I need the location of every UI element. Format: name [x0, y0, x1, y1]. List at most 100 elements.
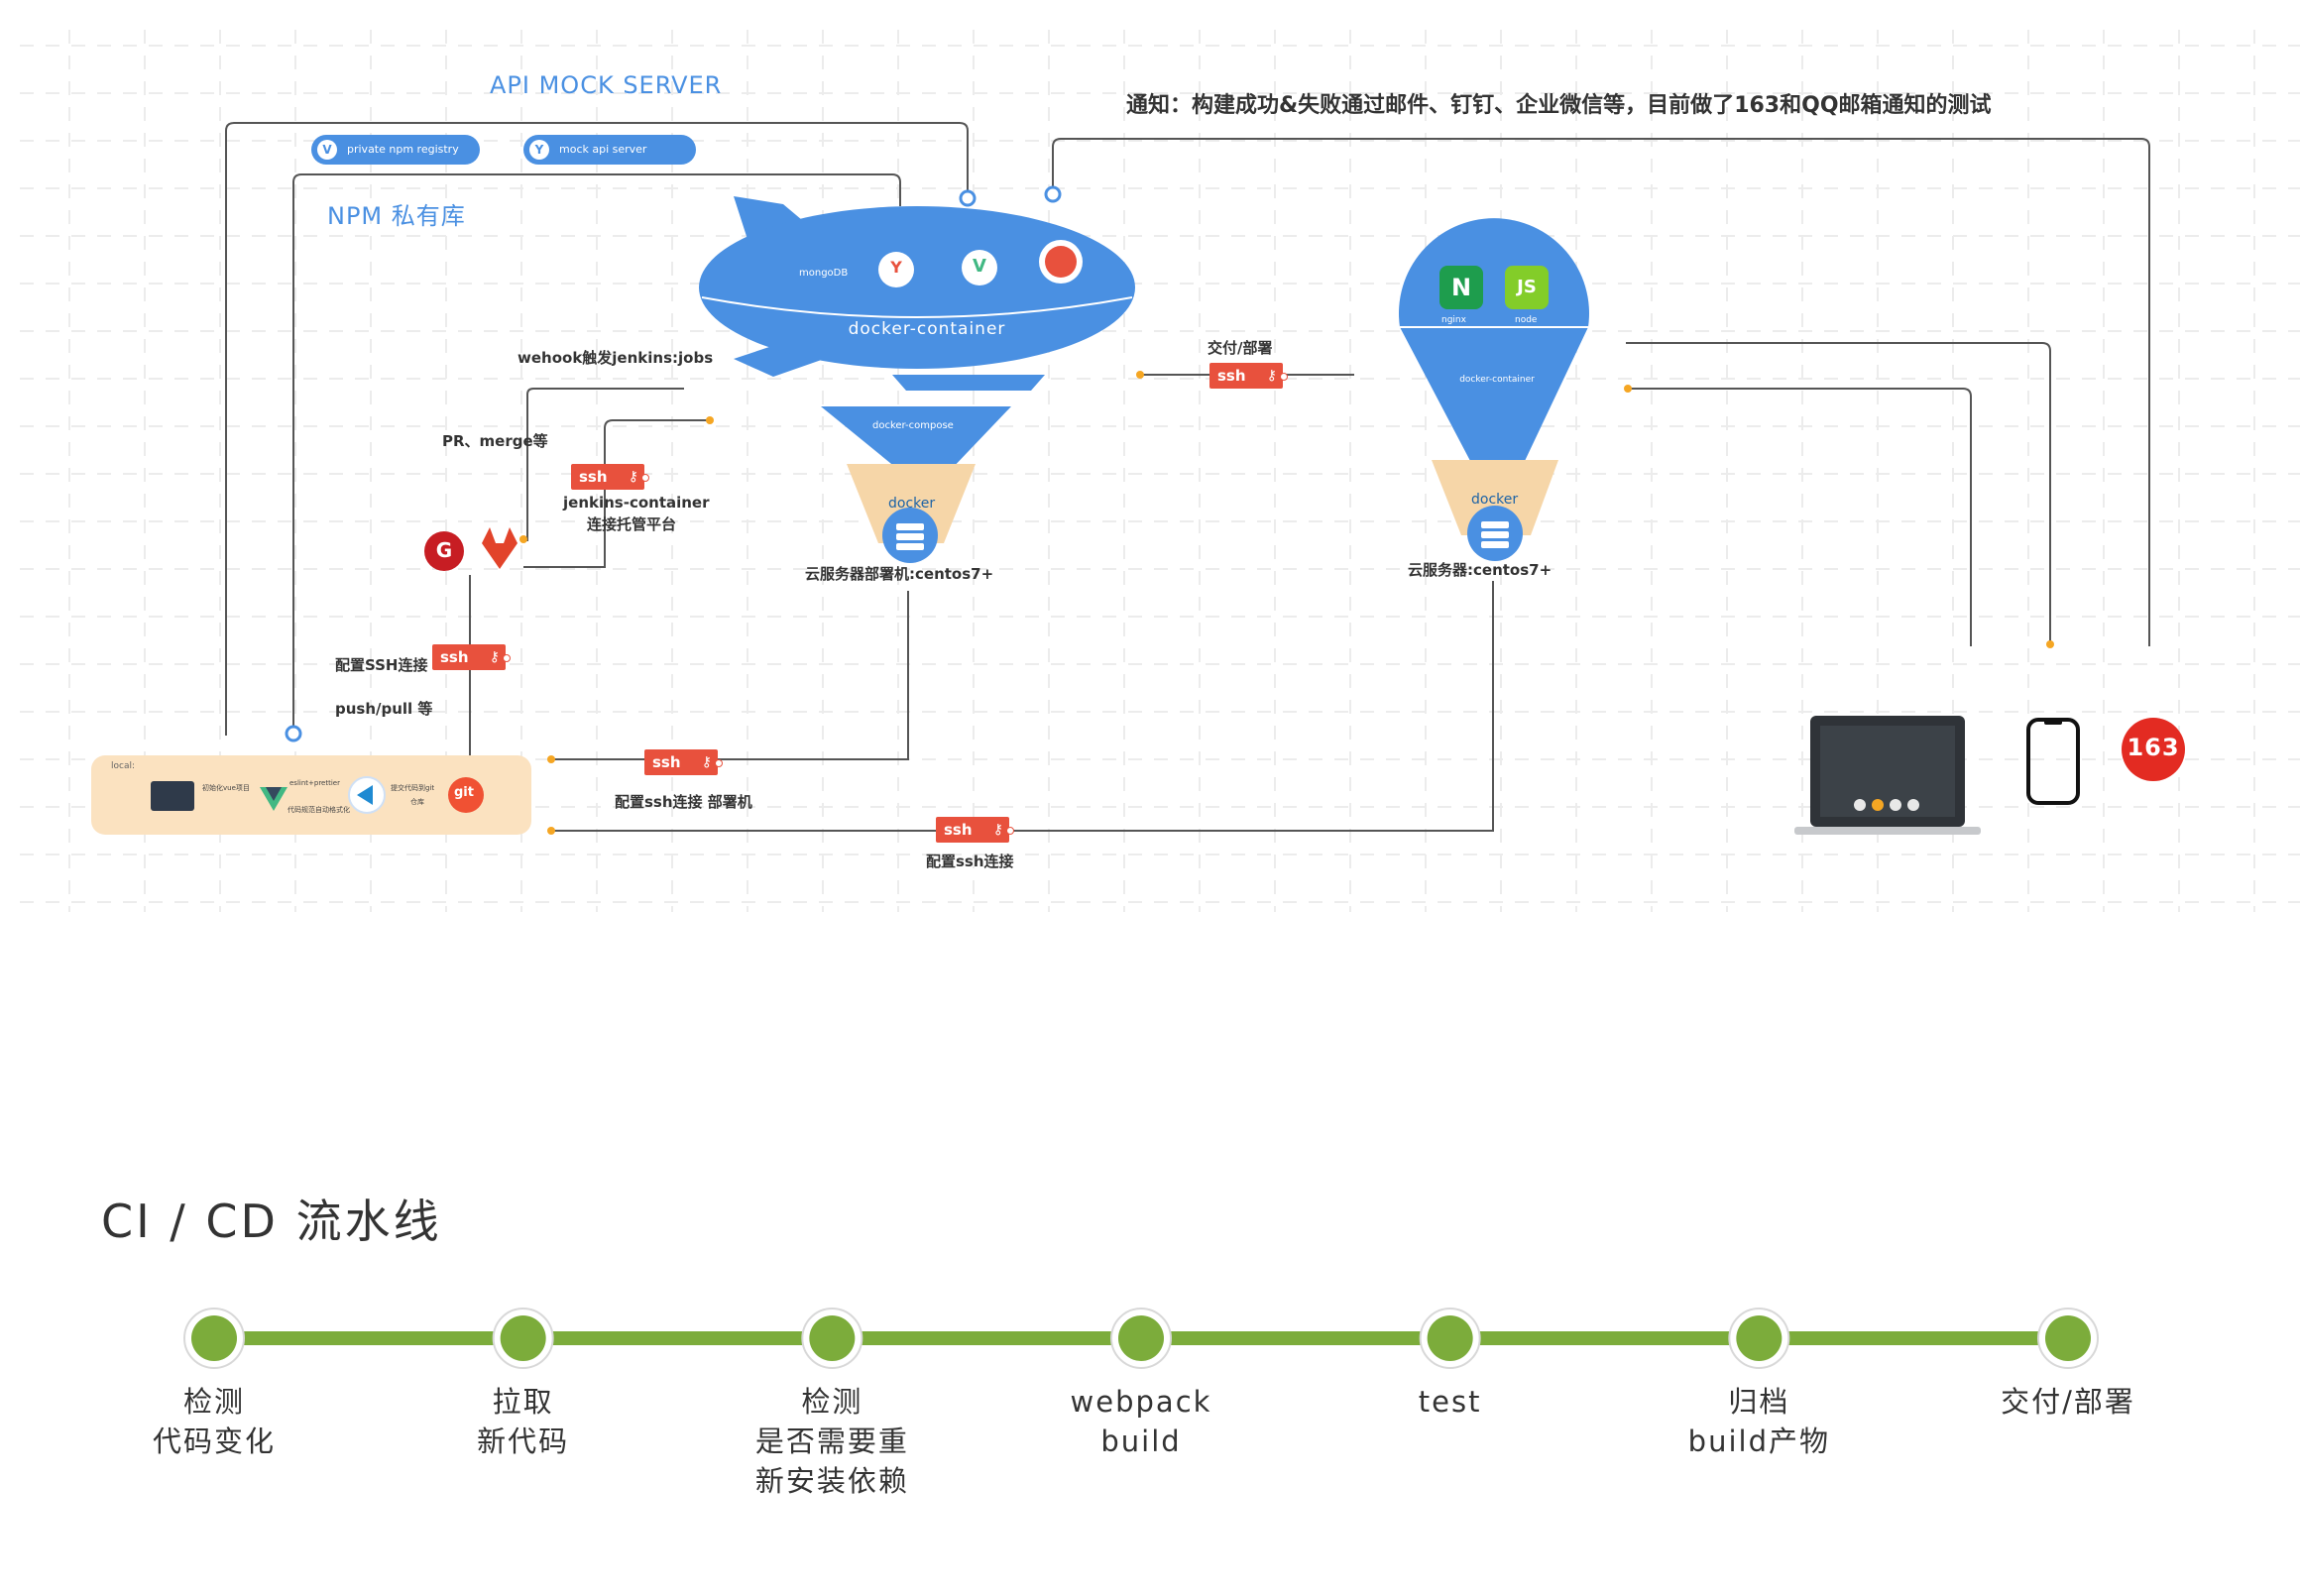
- connector-notify: [1052, 138, 2150, 646]
- yarn-icon: Y: [529, 140, 549, 160]
- docker-compose-label: docker-compose: [872, 420, 954, 431]
- pipeline-track: [183, 1308, 2099, 1369]
- local-step2: eslint+prettier: [289, 779, 340, 787]
- pipeline-step-text: 新安装依赖: [754, 1464, 909, 1498]
- node-icon: JS: [1505, 266, 1549, 309]
- terminal-icon: [151, 781, 194, 811]
- laptop-icon: [1794, 716, 1981, 835]
- pipeline-step-label: 归档 build产物: [1650, 1382, 1868, 1461]
- mail-163-label: 163: [2127, 734, 2180, 761]
- connector-webhook: [526, 388, 684, 541]
- pipeline-step-text: 检测: [182, 1385, 245, 1419]
- ssh-tag-deliver[interactable]: ssh⚷: [1209, 363, 1288, 389]
- pipeline-step-text: 交付/部署: [2001, 1385, 2135, 1419]
- connector-pr-merge: [523, 419, 710, 568]
- deploy-server-label: 云服务器部署机:centos7+: [805, 565, 994, 583]
- connector-api-mock: [225, 122, 969, 736]
- pipeline-step-text: 拉取: [492, 1385, 554, 1419]
- local-step4: 提交代码到git: [391, 784, 435, 792]
- pipeline-node-dot: [1118, 1315, 1164, 1361]
- local-step3: 代码规范自动格式化: [288, 806, 350, 814]
- jenkins-text-line1: jenkins-container: [563, 494, 710, 512]
- connector-output-phone: [1626, 342, 2051, 644]
- pipeline-step-label: 拉取新代码: [414, 1382, 632, 1461]
- pipeline-node-dot: [809, 1315, 856, 1361]
- ssh-tag-label: ssh: [440, 648, 469, 666]
- gitee-icon: [424, 531, 464, 571]
- server-balloon: [1398, 218, 1589, 561]
- vue-blimp-icon: V: [973, 256, 986, 277]
- pipeline-node-dot: [2045, 1315, 2091, 1361]
- ssh-tag-label: ssh: [944, 821, 973, 839]
- pipeline-step-label: 检测代码变化: [105, 1382, 323, 1461]
- npm-registry-pill-label: private npm registry: [347, 143, 459, 156]
- pipeline-step-text: 检测: [801, 1385, 863, 1419]
- ssh-tag-bottom[interactable]: ssh ⚷: [936, 817, 1014, 843]
- connector-output-laptop: [1628, 388, 1972, 646]
- pipeline-step-text: 新代码: [477, 1425, 570, 1458]
- docker-blimp: [699, 196, 1135, 391]
- ssh-tag-jenkins[interactable]: ssh⚷: [571, 464, 649, 490]
- pipeline-step-text: build产物: [1687, 1425, 1830, 1458]
- npm-registry-pill[interactable]: V private npm registry: [311, 135, 480, 165]
- nginx-icon: N: [1439, 266, 1483, 309]
- pipeline-step-text: 是否需要重: [754, 1425, 909, 1458]
- app-server-label: 云服务器:centos7+: [1408, 561, 1552, 579]
- pipeline-step-label: test: [1341, 1382, 1559, 1422]
- ssh-tag-label: ssh: [579, 468, 608, 486]
- webhook-text: wehook触发jenkins:jobs: [518, 349, 714, 367]
- ssh-tag-deploy[interactable]: ssh ⚷: [644, 749, 723, 775]
- connector-npm: [292, 173, 901, 732]
- phone-icon: [2026, 718, 2080, 805]
- pipeline-node-dot: [500, 1315, 546, 1361]
- key-icon: ⚷: [489, 649, 500, 665]
- push-pull-text: push/pull 等: [335, 700, 433, 718]
- ssh-config-text: 配置SSH连接: [335, 656, 428, 674]
- yarn-blimp-icon: Y: [890, 258, 902, 277]
- local-box: [91, 755, 531, 835]
- mock-server-pill-label: mock api server: [559, 143, 647, 156]
- node-label: node: [1515, 315, 1538, 325]
- deploy-server-funnel: [821, 406, 1011, 563]
- nginx-label: nginx: [1441, 315, 1466, 325]
- pipeline-step-text: test: [1418, 1385, 1482, 1419]
- ssh-tag-config[interactable]: ssh ⚷: [432, 644, 511, 670]
- gitee-glyph: G: [435, 538, 453, 562]
- vue-icon: V: [317, 140, 337, 160]
- pr-merge-text: PR、merge等: [442, 432, 548, 450]
- ssh-tag-label: ssh: [652, 753, 681, 771]
- pipeline-step-text: 归档: [1728, 1385, 1790, 1419]
- local-label: local:: [111, 761, 136, 771]
- ssh-bottom-text: 配置ssh连接: [926, 853, 1014, 870]
- pipeline-step-text: build: [1100, 1425, 1182, 1458]
- local-step5: 仓库: [410, 798, 424, 806]
- pipeline-step-text: 代码变化: [152, 1425, 276, 1458]
- api-mock-title: API MOCK SERVER: [490, 71, 723, 99]
- deliver-text: 交付/部署: [1208, 339, 1273, 357]
- ssh-tag-label: ssh: [1217, 367, 1246, 385]
- pipeline-node-dot: [1427, 1315, 1473, 1361]
- background-grid: [20, 30, 2300, 912]
- notify-text: 通知：构建成功&失败通过邮件、钉钉、企业微信等，目前做了163和QQ邮箱通知的测…: [1126, 93, 1992, 118]
- pipeline-step-label: 交付/部署: [1959, 1382, 2177, 1422]
- pipeline-node-dot: [191, 1315, 237, 1361]
- mock-server-pill[interactable]: Y mock api server: [523, 135, 696, 165]
- pipeline-step-label: 检测是否需要重新安装依赖: [723, 1382, 941, 1501]
- connector-lines: [225, 122, 2150, 832]
- mongodb-icon: mongoDB: [799, 268, 849, 279]
- pipeline-title: CI / CD 流水线: [101, 1195, 442, 1248]
- key-icon: ⚷: [992, 822, 1003, 838]
- gitlab-icon: [482, 527, 518, 569]
- jenkins-text-line2: 连接托管平台: [587, 515, 677, 533]
- docker-label-1: docker: [888, 496, 936, 512]
- connector-endpoints: [285, 185, 2054, 835]
- git-label: git: [454, 785, 474, 800]
- docker-label-2: docker: [1471, 492, 1519, 508]
- local-step1: 初始化vue项目: [202, 784, 250, 792]
- balloon-label: docker-container: [1459, 375, 1535, 385]
- key-icon: ⚷: [701, 754, 712, 770]
- ssh-deploy-text: 配置ssh连接 部署机: [615, 793, 752, 811]
- blimp-label: docker-container: [848, 319, 1006, 339]
- git-icon: [448, 777, 484, 813]
